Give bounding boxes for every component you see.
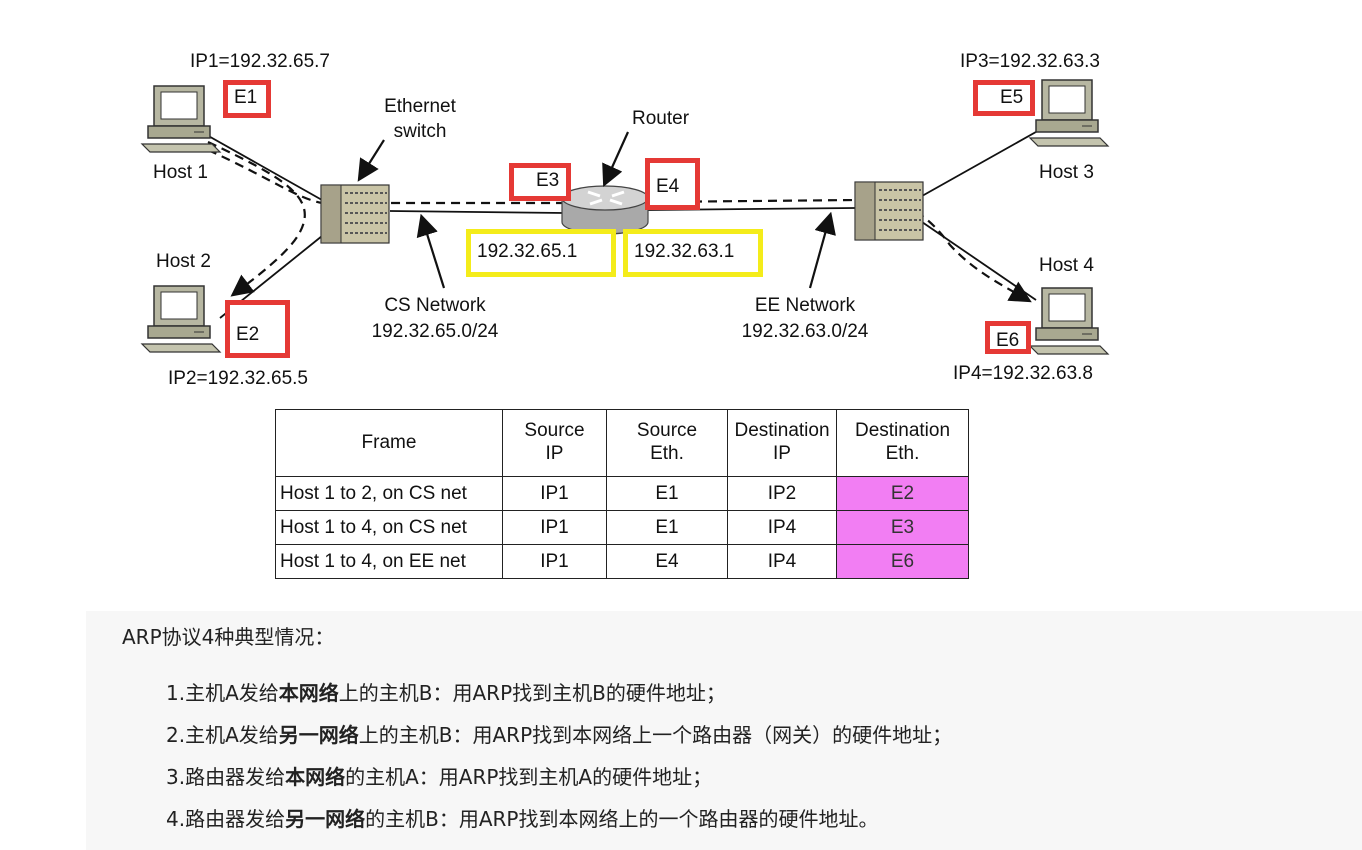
host1-mac-box: E1 bbox=[223, 80, 271, 118]
ee-switch-icon bbox=[854, 181, 924, 241]
frame-paths bbox=[207, 141, 1032, 303]
host2-label: Host 2 bbox=[156, 251, 211, 272]
host4-label: Host 4 bbox=[1039, 255, 1094, 276]
router-icon bbox=[561, 185, 649, 235]
cell-destination-eth: E3 bbox=[836, 510, 969, 545]
router-label: Router bbox=[632, 108, 690, 129]
host4-mac-box: E6 bbox=[985, 321, 1031, 354]
network-diagram bbox=[141, 79, 1109, 355]
table-row: Host 1 to 4, on CS net IP1 E1 IP4 E3 bbox=[275, 510, 969, 545]
router-ip-right-box: 192.32.63.1 bbox=[623, 229, 763, 277]
cs-switch-icon bbox=[320, 184, 390, 244]
host3-label: Host 3 bbox=[1039, 162, 1094, 183]
cell-destination-eth: E2 bbox=[836, 476, 969, 511]
cell-destination-ip: IP4 bbox=[727, 544, 837, 579]
host4-computer-icon bbox=[1029, 287, 1109, 355]
switch-label-line2: switch bbox=[393, 121, 447, 142]
cell-source-eth: E4 bbox=[606, 544, 728, 579]
host3-mac-box: E5 bbox=[973, 80, 1035, 116]
cell-destination-eth: E6 bbox=[836, 544, 969, 579]
cell-frame: Host 1 to 4, on EE net bbox=[275, 544, 503, 579]
host2-mac-box: E2 bbox=[225, 300, 290, 358]
pointer-arrows bbox=[357, 131, 836, 289]
host1-ip-label: IP1=192.32.65.7 bbox=[190, 51, 330, 72]
ee-network-label: EE Network bbox=[754, 295, 856, 316]
cell-frame: Host 1 to 2, on CS net bbox=[275, 476, 503, 511]
switch-label-line1: Ethernet bbox=[384, 96, 456, 117]
cs-network-label: CS Network bbox=[384, 295, 486, 316]
cell-source-ip: IP1 bbox=[502, 510, 607, 545]
cs-network-subnet: 192.32.65.0/24 bbox=[371, 321, 499, 342]
ee-network-subnet: 192.32.63.0/24 bbox=[741, 321, 869, 342]
host3-ip-label: IP3=192.32.63.3 bbox=[960, 51, 1100, 72]
table-row: Host 1 to 4, on EE net IP1 E4 IP4 E6 bbox=[275, 544, 969, 579]
host1-label: Host 1 bbox=[153, 162, 208, 183]
host3-computer-icon bbox=[1029, 79, 1109, 147]
notes-heading: ARP协议4种典型情况： bbox=[122, 625, 335, 649]
cell-destination-ip: IP2 bbox=[727, 476, 837, 511]
host2-computer-icon bbox=[141, 285, 221, 353]
note-item-4: 4.路由器发给另一网络的主机B：用ARP找到本网络上的一个路由器的硬件地址。 bbox=[166, 807, 879, 831]
cell-source-eth: E1 bbox=[606, 510, 728, 545]
arp-notes: ARP协议4种典型情况： 1.主机A发给本网络上的主机B：用ARP找到主机B的硬… bbox=[86, 611, 1362, 850]
cell-source-eth: E1 bbox=[606, 476, 728, 511]
host2-ip-label: IP2=192.32.65.5 bbox=[168, 368, 308, 389]
cell-source-ip: IP1 bbox=[502, 544, 607, 579]
router-mac-left-box: E3 bbox=[509, 163, 571, 201]
cell-frame: Host 1 to 4, on CS net bbox=[275, 510, 503, 545]
note-item-3: 3.路由器发给本网络的主机A：用ARP找到主机A的硬件地址； bbox=[166, 765, 713, 789]
header-frame: Frame bbox=[275, 409, 503, 477]
router-ip-left-box: 192.32.65.1 bbox=[466, 229, 616, 277]
note-item-2: 2.主机A发给另一网络上的主机B：用ARP找到本网络上一个路由器（网关）的硬件地… bbox=[166, 723, 953, 747]
cell-source-ip: IP1 bbox=[502, 476, 607, 511]
router-mac-right-box: E4 bbox=[645, 158, 700, 210]
host4-ip-label: IP4=192.32.63.8 bbox=[953, 363, 1093, 384]
cell-destination-ip: IP4 bbox=[727, 510, 837, 545]
note-item-1: 1.主机A发给本网络上的主机B：用ARP找到主机B的硬件地址； bbox=[166, 681, 726, 705]
table-row: Host 1 to 2, on CS net IP1 E1 IP2 E2 bbox=[275, 476, 969, 511]
